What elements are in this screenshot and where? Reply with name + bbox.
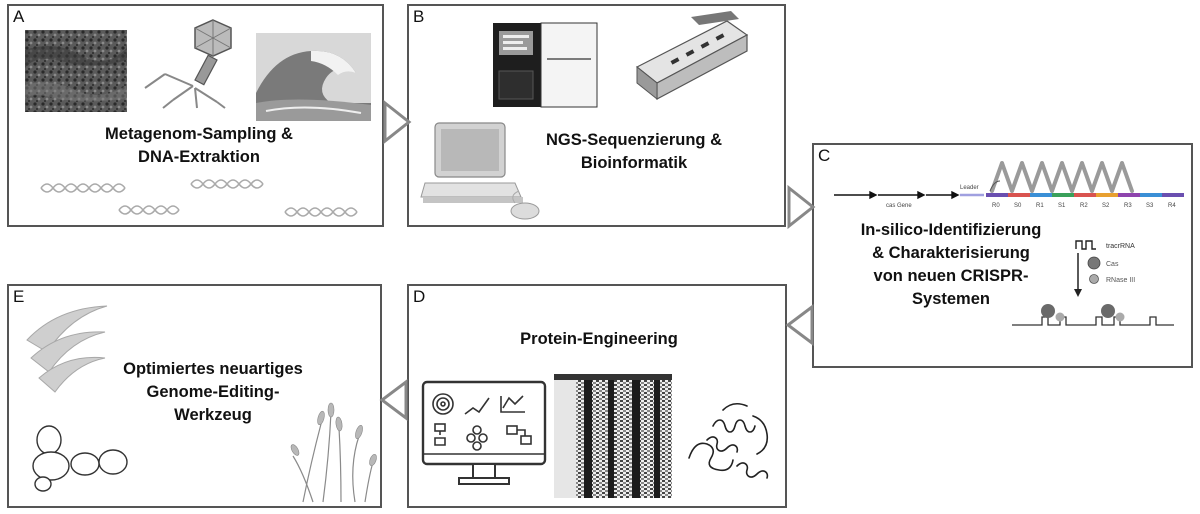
- crispr-element-r0: [986, 193, 1008, 197]
- panel-d-label: D: [413, 287, 426, 306]
- arrow-d-to-e: [379, 379, 408, 421]
- panel-b-label: B: [413, 7, 425, 26]
- crispr-element-s0: [1008, 193, 1030, 197]
- crispr-label-s0: S0: [1014, 203, 1022, 209]
- crispr-element-r3: [1118, 193, 1140, 197]
- panel-e-title: Optimiertes neuartiges Genome-Editing- W…: [93, 358, 333, 427]
- soil-sample-image: [25, 30, 127, 112]
- crispr-element-r2: [1074, 193, 1096, 197]
- crispr-label-s2: S2: [1102, 203, 1110, 209]
- yeast-cells-icon: [32, 425, 128, 492]
- bacteriophage-icon: [144, 19, 232, 109]
- legend-cas: Cas: [1106, 261, 1119, 268]
- panel-a: A Meta: [7, 4, 384, 227]
- panel-e-title-line-1: Optimiertes neuartiges: [123, 360, 303, 378]
- panel-d: D Protein-Engineering: [407, 284, 787, 508]
- arrow-a-to-b: [383, 99, 412, 145]
- crispr-label-r2: R2: [1080, 203, 1088, 209]
- arrow-c-to-d: [785, 304, 814, 346]
- crispr-label-r1: R1: [1036, 203, 1044, 209]
- panel-d-title-line-1: Protein-Engineering: [520, 330, 678, 348]
- panel-c-title-line-1: In-silico-Identifizierung: [860, 221, 1042, 239]
- panel-b: B NGS-Sequenzierung & Bioinformati: [407, 4, 786, 227]
- legend-rnase: RNase III: [1106, 277, 1135, 284]
- crispr-array-bar: [986, 193, 1184, 197]
- panel-e-title-line-3: Werkzeug: [174, 406, 252, 424]
- crispr-label-r4: R4: [1168, 203, 1176, 209]
- ocean-wave-image: [256, 33, 371, 121]
- crispr-label-r0: R0: [992, 203, 1000, 209]
- crispr-element-s3: [1140, 193, 1162, 197]
- crispr-label-r3: R3: [1124, 203, 1132, 209]
- cas-gene-label: cas Gene: [886, 203, 912, 209]
- processed-crrna-diagram: [1012, 304, 1174, 326]
- panel-c-title-line-3: von neuen CRISPR-: [873, 267, 1029, 285]
- panel-c-title: In-silico-Identifizierung & Charakterisi…: [826, 219, 1076, 311]
- crispr-element-r4: [1162, 193, 1184, 197]
- crispr-element-s1: [1052, 193, 1074, 197]
- leader-label: Leader: [960, 185, 979, 191]
- sequence-alignment-image: [554, 374, 672, 498]
- panel-c: C cas Gene Leader R0 S0: [812, 143, 1193, 368]
- panel-a-title: Metagenom-Sampling & DNA-Extraktion: [69, 123, 329, 169]
- panel-c-title-line-2: & Charakterisierung: [872, 244, 1030, 262]
- sequencer-machine-icon: [493, 22, 598, 108]
- processing-legend: tracrRNA Cas RNase III: [1074, 240, 1135, 297]
- arrow-b-to-c: [787, 184, 816, 230]
- computer-icon: [420, 122, 540, 220]
- protein-structure-icon: [688, 402, 769, 479]
- crispr-array-diagram: cas Gene Leader R0 S0 R1 S1 R2 S2 R3 S3 …: [834, 161, 1184, 209]
- panel-a-title-line-2: DNA-Extraktion: [138, 148, 260, 166]
- crispr-label-s3: S3: [1146, 203, 1154, 209]
- wheat-icon: [290, 402, 377, 503]
- panel-d-title: Protein-Engineering: [469, 328, 729, 351]
- panel-e-title-line-2: Genome-Editing-: [146, 383, 280, 401]
- panel-e-label: E: [13, 287, 25, 306]
- panel-c-label: C: [818, 146, 831, 165]
- crispr-label-s1: S1: [1058, 203, 1066, 209]
- dna-fragments: [40, 179, 358, 217]
- panel-a-title-line-1: Metagenom-Sampling &: [105, 125, 293, 143]
- panel-b-title-line-1: NGS-Sequenzierung &: [545, 131, 722, 149]
- panel-b-title-line-2: Bioinformatik: [580, 154, 688, 172]
- panel-a-label: A: [13, 7, 25, 26]
- crispr-element-r1: [1030, 193, 1052, 197]
- panel-c-title-line-4: Systemen: [912, 290, 990, 308]
- benchtop-sequencer-icon: [635, 11, 749, 101]
- leaves-icon: [26, 305, 108, 393]
- panel-b-title: NGS-Sequenzierung & Bioinformatik: [504, 129, 764, 175]
- panel-e: E Optimiertes neuartiges Genome-Editing-…: [7, 284, 382, 508]
- analytics-monitor-icon: [421, 380, 547, 485]
- legend-tracrrna: tracrRNA: [1106, 243, 1135, 250]
- crispr-element-s2: [1096, 193, 1118, 197]
